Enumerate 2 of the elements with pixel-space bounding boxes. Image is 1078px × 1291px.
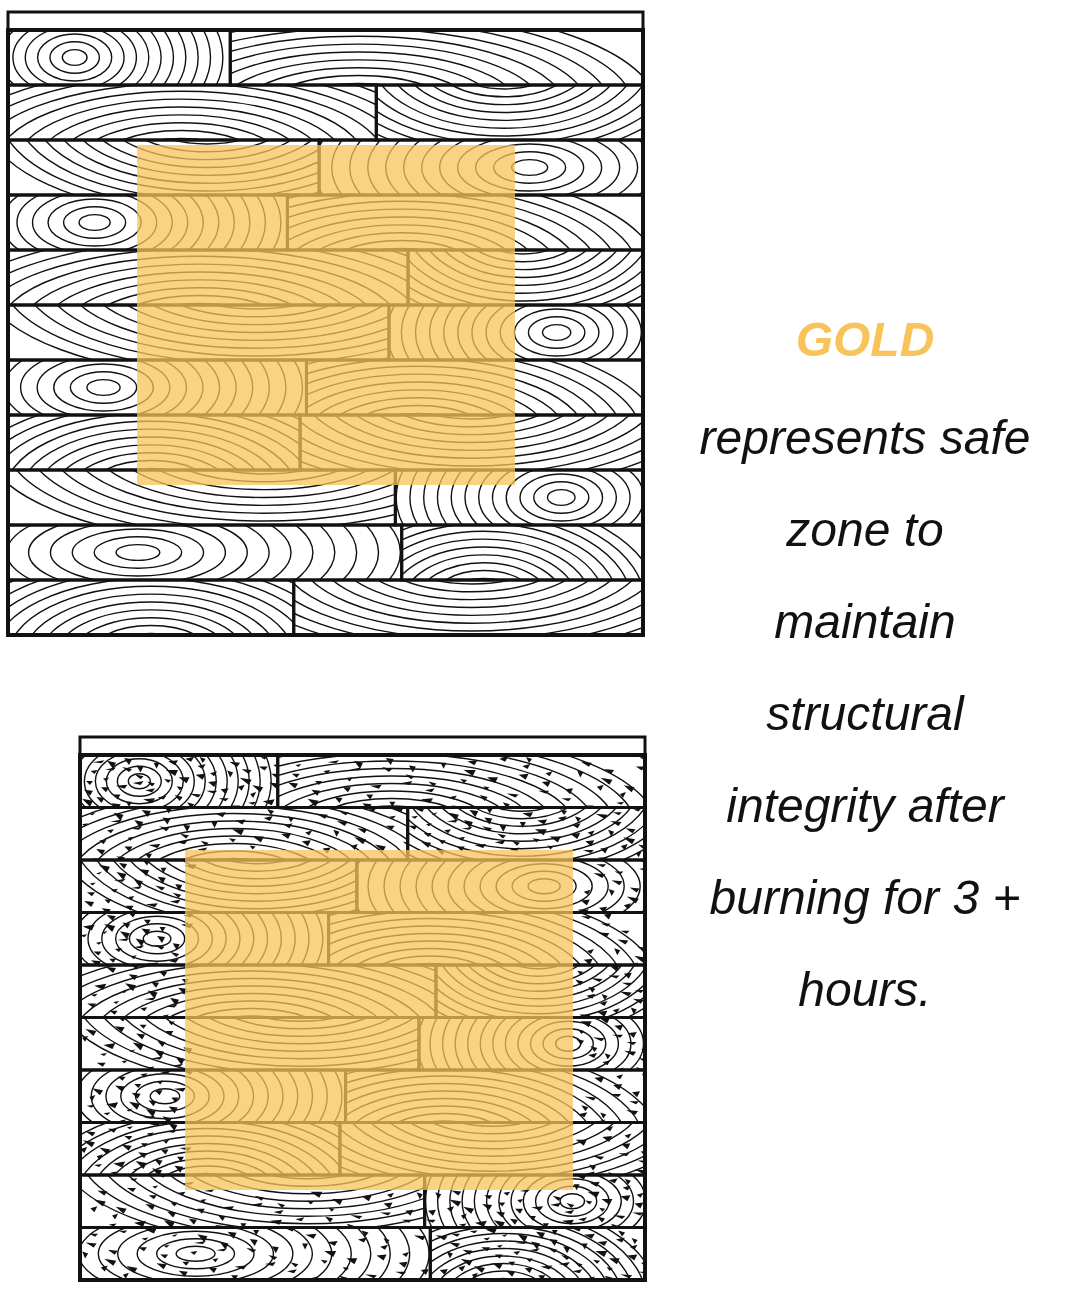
highlight-word: GOLD — [794, 312, 936, 368]
description-text: represents safe zone to maintain structural integrity after burning for 3 + hours. — [698, 410, 1032, 1018]
